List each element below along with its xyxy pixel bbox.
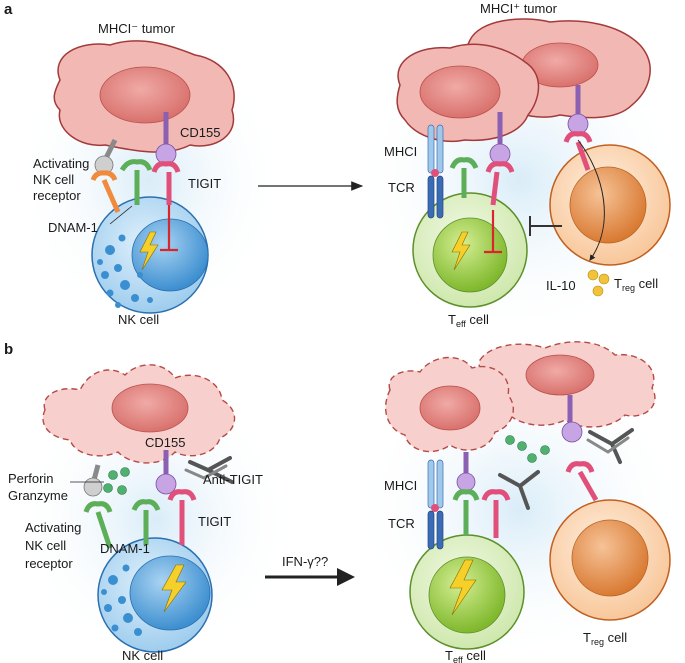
lightning-icon [161,564,187,613]
perforin-label: Perforin [8,471,54,486]
panel-a-right: MHCI⁺ tumor [355,1,685,340]
cd155-ligand [155,450,177,495]
inhibition-icon [484,210,502,254]
teff-cell-label: Teff cell [445,648,486,663]
cd155-tigit-pair [151,112,181,205]
teff-cell-label: Teff cell [448,312,489,329]
mhci-label: MHCI [384,144,417,159]
granzyme-label: Granzyme [8,488,68,503]
perforin-granules [103,467,130,495]
anti-tigit-label: Anti-TIGIT [203,472,263,487]
treg-nucleus [569,166,647,244]
transition-arrow-b: IFN-γ?? [265,554,355,586]
cd155-tigit-pair [563,85,593,171]
tigit-receptor [167,489,197,545]
dnam1-label: DNAM-1 [100,541,150,556]
tumor-nucleus [99,66,191,124]
tumor-label: MHCI⁻ tumor [98,21,176,36]
perforin-granules [505,435,550,463]
dnam1-label: DNAM-1 [48,220,98,235]
panel-b-right: MHCI TCR Teff cell Treg cell [355,341,685,663]
antibody-icon [498,428,634,510]
antibody-icon [184,456,234,484]
il10-label: IL-10 [546,278,576,293]
il10-secretion-arrow [577,139,605,261]
panel-b-left: CD155 Perforin Granzyme Anti-TIGIT TIGIT… [8,364,295,663]
activating-label-3: receptor [33,188,81,203]
dnam1-receptor [449,157,479,198]
tcr-label: TCR [388,516,415,531]
dnam1-receptor [119,159,153,205]
ifn-gamma-label: IFN-γ?? [282,554,328,569]
tigit-label: TIGIT [188,176,221,191]
panel-a-letter: a [4,1,13,18]
activating-receptor [83,464,113,549]
inhibition-icon [160,205,178,252]
tumor-nucleus [419,65,501,119]
tumor-nucleus [111,383,189,433]
treg-cell-label: Treg cell [583,630,627,647]
inhibition-icon [529,216,562,236]
nk-cell-label: NK cell [118,312,159,327]
activating-label-1: Activating [25,520,81,535]
treg-cell-label: Treg cell [614,276,658,293]
lightning-icon [139,231,159,271]
nk-granules [101,564,142,636]
activating-receptor [90,138,121,214]
mhci-tcr-pair [427,459,444,550]
lightning-icon [449,559,477,616]
tumor-nucleus [419,385,481,431]
activating-label-2: NK cell [25,538,66,553]
panel-a-left: MHCI⁻ tumor CD1 [15,21,285,330]
tigit-label: TIGIT [198,514,231,529]
tcr-label: TCR [388,180,415,195]
cd155-label: CD155 [145,435,185,450]
dnam1-receptor [131,499,161,545]
tumor-label: MHCI⁺ tumor [480,1,558,16]
dnam1-leader [109,205,133,225]
nk-cell-label: NK cell [122,648,163,663]
nk-nucleus [129,555,211,631]
mhci-tcr-pair [427,124,444,219]
activating-label-3: receptor [25,556,73,571]
mhci-label: MHCI [384,478,417,493]
teff-nucleus [428,556,506,634]
teff-nucleus [432,217,508,293]
lightning-icon [451,231,471,271]
cd155-dnam1-pair [452,452,480,536]
treg-nucleus [571,519,649,597]
cd155-label: CD155 [180,125,220,140]
nk-granules [97,234,153,308]
activating-label-2: NK cell [33,172,74,187]
tigit-receptor [481,489,511,538]
cd155-tigit-pair [561,395,599,502]
tumor-nucleus [525,354,595,396]
cd155-tigit-pair [485,112,515,206]
il10-molecules [587,269,610,297]
panel-b-letter: b [4,341,13,358]
activating-label-1: Activating [33,156,89,171]
